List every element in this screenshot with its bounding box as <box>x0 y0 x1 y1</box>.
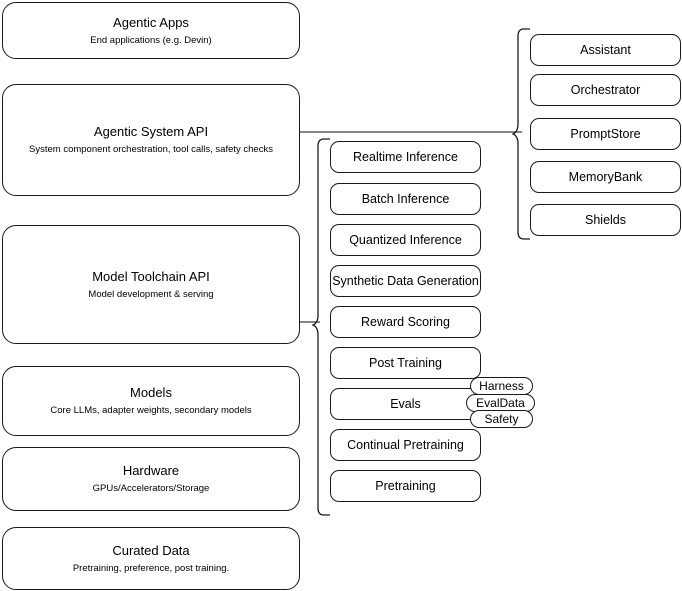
agentic-system-component-memorybank[interactable]: MemoryBank <box>530 161 681 193</box>
toolchain-component-pretraining[interactable]: Pretraining <box>330 470 481 502</box>
chip-label: Quantized Inference <box>349 233 462 247</box>
toolchain-component-realtime-inference[interactable]: Realtime Inference <box>330 141 481 173</box>
stack-layer-subtitle: System component orchestration, tool cal… <box>29 144 273 155</box>
agentic-system-component-assistant[interactable]: Assistant <box>530 34 681 66</box>
chip-label: Pretraining <box>375 479 436 493</box>
toolchain-component-synthetic-data-generation[interactable]: Synthetic Data Generation <box>330 265 481 297</box>
stack-layer-agentic-apps[interactable]: Agentic Apps End applications (e.g. Devi… <box>2 2 300 59</box>
stack-layer-subtitle: End applications (e.g. Devin) <box>90 34 212 46</box>
chip-label: PromptStore <box>570 127 641 141</box>
agentic-system-component-promptstore[interactable]: PromptStore <box>530 118 681 150</box>
chip-label: Orchestrator <box>570 83 641 97</box>
chip-label: Assistant <box>580 43 631 57</box>
stack-layer-title: Agentic System API <box>93 124 209 139</box>
stack-layer-title: Agentic Apps <box>113 14 189 30</box>
toolchain-component-continual-pretraining[interactable]: Continual Pretraining <box>330 429 481 461</box>
stack-layer-subtitle: Core LLMs, adapter weights, secondary mo… <box>50 405 252 416</box>
chip-label: Evals <box>390 397 421 411</box>
pill-label: EvalData <box>476 395 525 410</box>
eval-subcomponent-harness[interactable]: Harness <box>470 377 533 395</box>
toolchain-component-reward-scoring[interactable]: Reward Scoring <box>330 306 481 338</box>
chip-label: Shields <box>585 213 626 227</box>
chip-label: Synthetic Data Generation <box>332 274 479 288</box>
toolchain-component-post-training[interactable]: Post Training <box>330 347 481 379</box>
toolchain-component-evals[interactable]: Evals <box>330 388 481 420</box>
chip-label: Continual Pretraining <box>347 438 464 452</box>
stack-layer-agentic-system-api[interactable]: Agentic System API System component orch… <box>2 84 300 196</box>
stack-layer-subtitle: GPUs/Accelerators/Storage <box>92 483 210 494</box>
stack-layer-model-toolchain-api[interactable]: Model Toolchain API Model development & … <box>2 225 300 344</box>
chip-label: Reward Scoring <box>361 315 450 329</box>
chip-label: MemoryBank <box>568 170 643 184</box>
stack-layer-title: Hardware <box>122 463 180 478</box>
eval-subcomponent-safety[interactable]: Safety <box>470 410 533 428</box>
toolchain-component-batch-inference[interactable]: Batch Inference <box>330 183 481 215</box>
pill-label: Harness <box>479 378 524 393</box>
stack-layer-subtitle: Pretraining, preference, post training. <box>72 562 230 574</box>
stack-layer-title: Models <box>130 385 172 400</box>
stack-layer-title: Model Toolchain API <box>92 268 210 284</box>
stack-layer-hardware[interactable]: Hardware GPUs/Accelerators/Storage <box>2 447 300 511</box>
toolchain-component-quantized-inference[interactable]: Quantized Inference <box>330 224 481 256</box>
connector-toolchain-to-components <box>300 321 320 323</box>
chip-label: Post Training <box>369 356 442 370</box>
brace-toolchain-components <box>312 138 330 516</box>
connector-agentic-system-to-components <box>300 131 522 133</box>
pill-label: Safety <box>484 411 519 426</box>
agentic-system-component-orchestrator[interactable]: Orchestrator <box>530 74 681 106</box>
agentic-system-component-shields[interactable]: Shields <box>530 204 681 236</box>
chip-label: Realtime Inference <box>353 150 458 164</box>
chip-label: Batch Inference <box>361 192 450 206</box>
stack-layer-curated-data[interactable]: Curated Data Pretraining, preference, po… <box>2 527 300 590</box>
stack-layer-title: Curated Data <box>112 542 190 558</box>
brace-agentic-system-components <box>512 28 530 240</box>
stack-layer-models[interactable]: Models Core LLMs, adapter weights, secon… <box>2 366 300 436</box>
stack-layer-subtitle: Model development & serving <box>88 288 214 300</box>
